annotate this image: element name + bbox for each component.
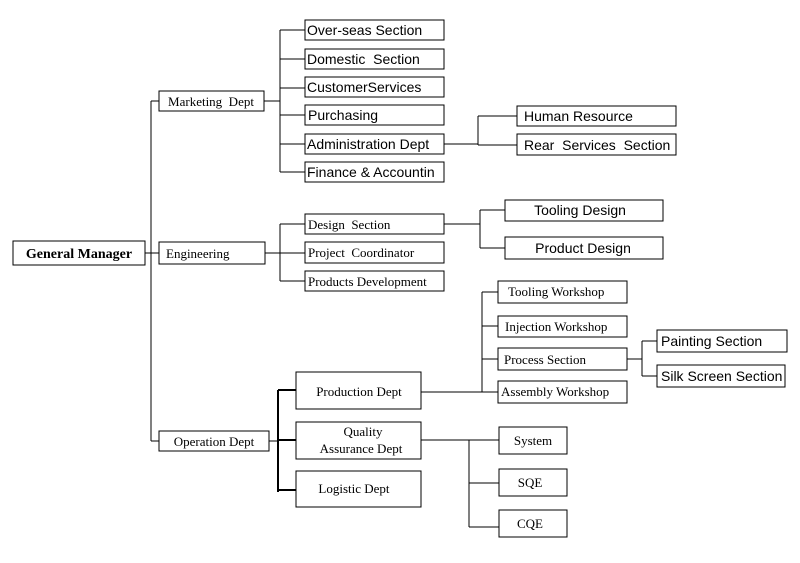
node-label-marketing-dept: Marketing Dept — [168, 94, 254, 109]
node-label-purchasing: Purchasing — [308, 107, 378, 123]
node-label-painting-section: Painting Section — [661, 333, 762, 349]
org-node-tooling-workshop: Tooling Workshop — [497, 280, 628, 304]
node-label-operation-dept: Operation Dept — [174, 434, 255, 449]
org-node-products-development: Products Development — [304, 270, 445, 292]
node-label-assembly-workshop: Assembly Workshop — [501, 384, 609, 399]
node-label-overseas-section: Over-seas Section — [307, 22, 422, 38]
node-label-products-development: Products Development — [308, 274, 427, 289]
org-node-overseas-section: Over-seas Section — [304, 19, 445, 41]
org-node-general-manager: General Manager — [12, 240, 146, 266]
node-label-administration-dept: Administration Dept — [307, 136, 429, 152]
node-label-finance-accounting: Finance & Accountin — [307, 164, 435, 180]
org-node-system: System — [498, 426, 568, 455]
node-label-tooling-design: Tooling Design — [534, 202, 626, 218]
org-node-production-dept: Production Dept — [295, 371, 422, 410]
node-label-cqe: CQE — [517, 516, 543, 531]
node-label-assurance-dept: Assurance Dept — [320, 441, 403, 456]
node-label-system: System — [514, 433, 552, 448]
node-label-human-resource: Human Resource — [524, 108, 633, 124]
connectors — [145, 29, 657, 528]
org-node-assembly-workshop: Assembly Workshop — [497, 380, 628, 404]
org-node-administration-dept: Administration Dept — [304, 133, 445, 155]
node-label-engineering: Engineering — [166, 246, 230, 261]
org-node-product-design: Product Design — [504, 236, 664, 260]
org-node-painting-section: Painting Section — [656, 329, 788, 353]
org-node-logistic-dept: Logistic Dept — [295, 470, 422, 508]
org-node-operation-dept: Operation Dept — [158, 430, 270, 452]
node-label-domestic-section: Domestic Section — [307, 51, 420, 67]
org-node-engineering: Engineering — [158, 241, 266, 265]
org-node-silk-screen-section: Silk Screen Section — [656, 364, 786, 388]
node-label-design-section: Design Section — [308, 217, 391, 232]
node-label-sqe: SQE — [518, 475, 543, 490]
node-label-customer-services: CustomerServices — [307, 79, 421, 95]
node-label-logistic-dept: Logistic Dept — [318, 481, 390, 496]
org-node-customer-services: CustomerServices — [304, 76, 445, 98]
org-node-quality-assurance-dept: Quality Assurance Dept — [295, 421, 422, 460]
org-node-finance-accounting: Finance & Accountin — [304, 161, 445, 183]
org-node-domestic-section: Domestic Section — [304, 48, 445, 70]
node-label-process-section: Process Section — [504, 352, 586, 367]
org-node-injection-workshop: Injection Workshop — [497, 315, 628, 338]
org-node-tooling-design: Tooling Design — [504, 199, 664, 222]
node-label-rear-services-section: Rear Services Section — [524, 137, 670, 153]
org-node-rear-services-section: Rear Services Section — [516, 133, 677, 156]
node-label-product-design: Product Design — [535, 240, 631, 256]
node-label-project-coordinator: Project Coordinator — [308, 245, 415, 260]
org-node-project-coordinator: Project Coordinator — [304, 241, 445, 264]
node-label-tooling-workshop: Tooling Workshop — [508, 284, 604, 299]
org-node-sqe: SQE — [498, 468, 568, 497]
org-node-human-resource: Human Resource — [516, 105, 677, 127]
org-node-marketing-dept: Marketing Dept — [158, 90, 265, 112]
node-label-silk-screen-section: Silk Screen Section — [661, 368, 782, 384]
org-node-design-section: Design Section — [304, 213, 445, 235]
node-label-injection-workshop: Injection Workshop — [505, 319, 607, 334]
org-node-purchasing: Purchasing — [304, 104, 445, 126]
node-label-general-manager: General Manager — [26, 247, 132, 262]
org-node-cqe: CQE — [498, 509, 568, 538]
node-label-quality: Quality — [344, 424, 383, 439]
org-node-process-section: Process Section — [497, 347, 628, 371]
node-label-production-dept: Production Dept — [316, 384, 402, 399]
